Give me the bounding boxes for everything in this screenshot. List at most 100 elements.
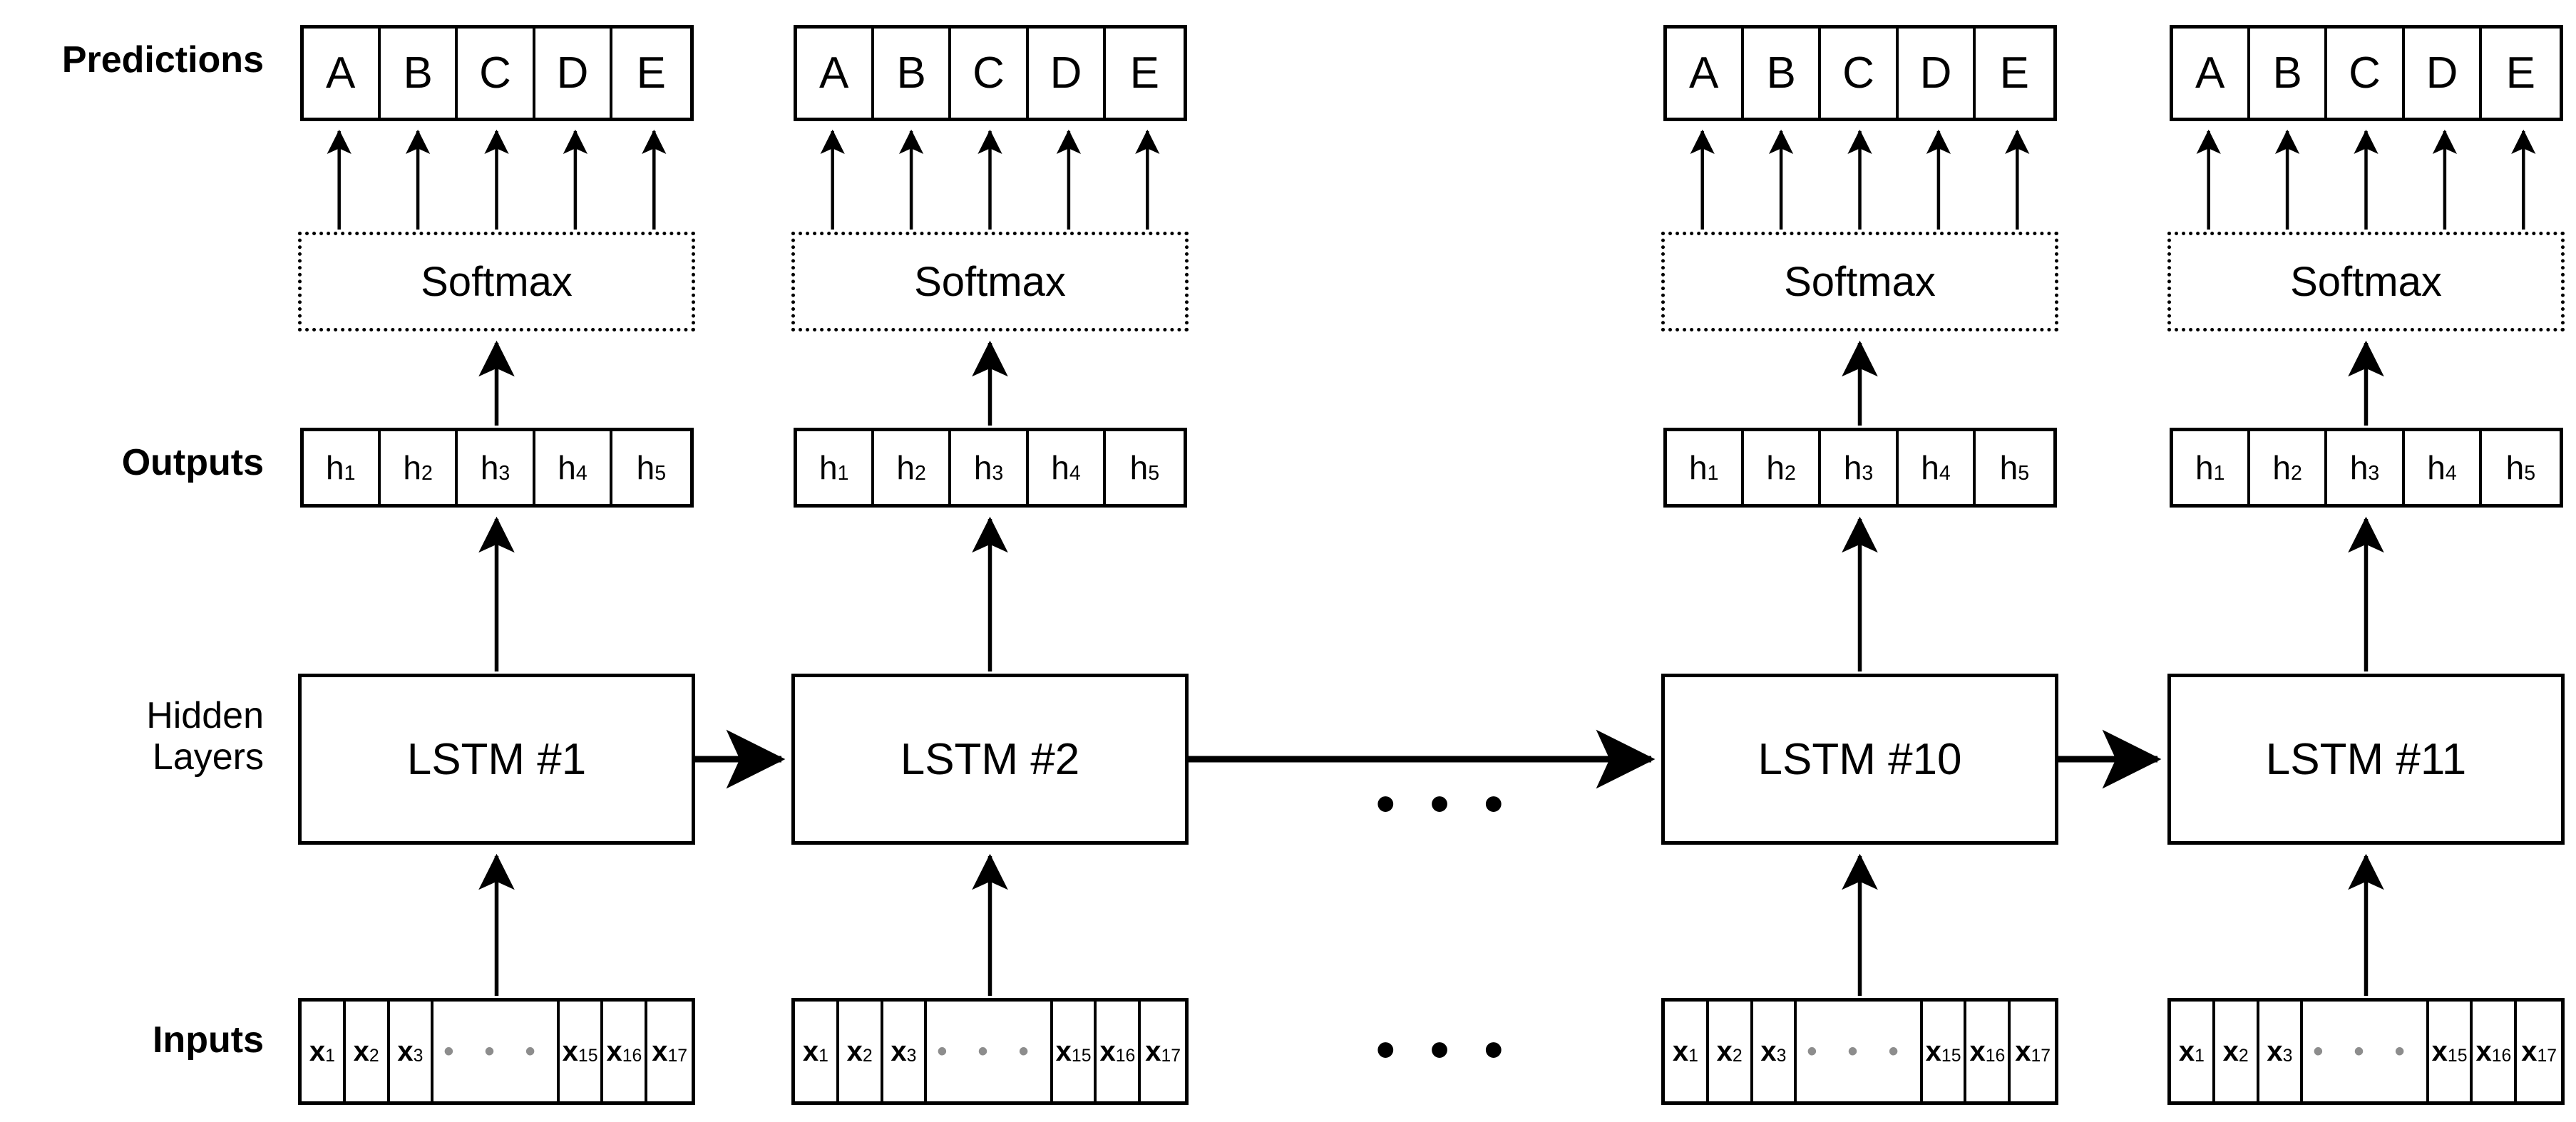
hidden-output-symbol: h (819, 449, 838, 486)
input-index: 17 (1161, 1046, 1181, 1066)
row-label-predictions: Predictions (61, 39, 264, 81)
input-symbol: x (2178, 1035, 2195, 1067)
prediction-cell: B (380, 29, 458, 118)
row-label-outputs: Outputs (121, 442, 264, 483)
hidden-output-symbol: h (1999, 449, 2018, 486)
hidden-output-index: 5 (2018, 462, 2030, 485)
input-symbol: x (1672, 1035, 1689, 1067)
input-symbol: x (1760, 1035, 1777, 1067)
input-symbol: x (1969, 1035, 1986, 1067)
input-symbol: x (1925, 1035, 1941, 1067)
lstm-block-label: LSTM #1 (406, 734, 587, 784)
prediction-cell: E (2482, 29, 2560, 118)
input-symbol: x (802, 1035, 819, 1067)
prediction-cell: B (2249, 29, 2328, 118)
hidden-output-index: 4 (575, 462, 587, 485)
input-symbol: x (1099, 1035, 1116, 1067)
hidden-output-symbol: h (1051, 449, 1069, 486)
row-label-inputs: Inputs (153, 1019, 264, 1061)
input-index: 16 (1115, 1046, 1136, 1066)
input-symbol: x (2521, 1035, 2537, 1067)
hidden-output-symbol: h (2272, 449, 2291, 486)
prediction-cell: D (2404, 29, 2483, 118)
hidden-output-index: 2 (915, 462, 926, 485)
prediction-cell: A (2172, 29, 2250, 118)
hidden-output-symbol: h (1921, 449, 1939, 486)
hidden-output-symbol: h (2505, 449, 2525, 486)
input-index: 15 (2447, 1046, 2468, 1066)
input-symbol: x (606, 1035, 622, 1067)
hidden-output-symbol: h (2195, 449, 2214, 486)
softmax-label: Softmax (2290, 258, 2442, 305)
input-symbol: x (309, 1035, 326, 1067)
hidden-output-index: 3 (2368, 462, 2380, 485)
input-index: 16 (2491, 1046, 2512, 1066)
input-index: 16 (1985, 1046, 2006, 1066)
input-index: 1 (1688, 1046, 1698, 1066)
hidden-output-symbol: h (1843, 449, 1862, 486)
hidden-output-symbol: h (896, 449, 915, 486)
input-index: 17 (2537, 1046, 2557, 1066)
input-index: 17 (667, 1046, 688, 1066)
hidden-output-index: 3 (992, 462, 1004, 485)
prediction-cell: A (796, 29, 874, 118)
hidden-output-index: 1 (837, 462, 849, 485)
lstm-block: LSTM #10 (1661, 674, 2058, 845)
input-index: 1 (819, 1046, 828, 1066)
hidden-output-symbol: h (480, 449, 499, 486)
lstm-block-label: LSTM #11 (2265, 734, 2467, 784)
lstm-block-label: LSTM #10 (1757, 734, 1962, 784)
input-symbol: x (1145, 1035, 1161, 1067)
input-symbol: x (1055, 1035, 1072, 1067)
prediction-cell: D (1028, 29, 1107, 118)
input-ellipsis-cell: • • • (1797, 1002, 1923, 1101)
prediction-cell: C (1821, 29, 1899, 118)
hidden-output-index: 5 (655, 462, 667, 485)
hidden-output-index: 1 (2213, 462, 2225, 485)
prediction-cell: D (1898, 29, 1976, 118)
prediction-cell: E (612, 29, 690, 118)
softmax-label: Softmax (1784, 258, 1936, 305)
prediction-cell: C (951, 29, 1029, 118)
input-symbol: x (2222, 1035, 2239, 1067)
hidden-output-index: 5 (2524, 462, 2536, 485)
input-symbol: x (2431, 1035, 2448, 1067)
hidden-output-index: 2 (1785, 462, 1796, 485)
lstm-block: LSTM #1 (298, 674, 695, 845)
input-index: 1 (2195, 1046, 2205, 1066)
input-symbol: x (2475, 1035, 2492, 1067)
